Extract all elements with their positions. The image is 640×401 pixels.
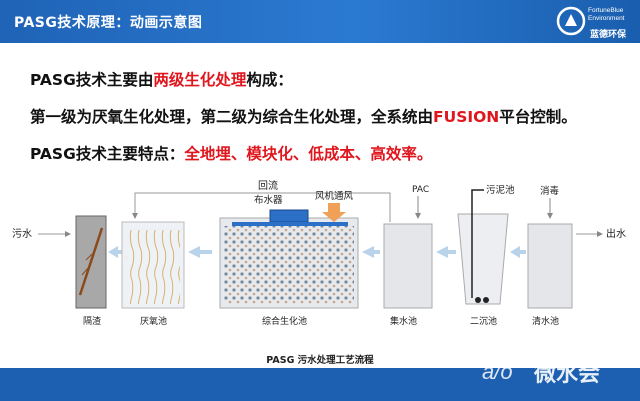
unit-label-collection: 集水池 [390,315,417,327]
pac-label: PAC [412,185,429,195]
header-bar: PASG技术原理：动画示意图 FortuneBlue Environment 蓝… [0,0,640,43]
watermark-logo-icon: a/o 微水会 [482,359,600,387]
logo-text: FortuneBlue Environment [588,7,636,23]
line3-highlight: 全地埋、模块化、低成本、高效率。 [184,145,433,163]
body-line-1: PASG技术主要由两级生化处理构成： [30,68,293,90]
flow-arrow-3 [362,246,380,258]
flow-arrow-2 [188,246,212,258]
body-line-2: 第一级为厌氧生化处理，第二级为综合生化处理，全系统由FUSION平台控制。 [30,105,577,127]
return-label: 回流 [258,179,278,192]
screen-unit [75,215,107,309]
anaerobic-tank [121,221,185,309]
outlet-label: 出水 [606,227,626,240]
logo-cn: 蓝德环保 [590,30,627,40]
line1-pre: PASG技术主要由 [30,71,154,89]
collection-tank [383,223,433,309]
unit-label-clean: 清水池 [532,315,559,327]
clean-water-tank [527,223,573,309]
footer-bar [0,368,640,401]
diagram-caption: PASG 污水处理工艺流程 [266,355,374,366]
blower-label: 风机通风 [315,190,354,202]
return-flow-line [132,192,391,222]
inlet-label: 污水 [12,228,32,240]
page-title: PASG技术原理：动画示意图 [14,15,203,31]
disinfect-label: 消毒 [540,185,560,197]
company-logo-icon [556,6,586,36]
line3-pre: PASG技术主要特点： [30,145,185,163]
watermark-text: 微水会 [533,361,600,387]
process-flow-diagram: 回流 污水 隔渣 厌氧池 布水器 风机通风 综合生化池 集水池 PAC [12,179,626,327]
distributor-label: 布水器 [254,194,283,206]
body-line-3: PASG技术主要特点：全地埋、模块化、低成本、高效率。 [30,142,432,164]
unit-label-anaerobic: 厌氧池 [140,315,167,327]
line2-post: 平台控制。 [499,108,577,126]
unit-label-screen: 隔渣 [83,315,101,327]
flow-arrow-4 [436,246,456,258]
flow-arrow-5 [510,246,526,258]
logo-line1: FortuneBlue [588,7,624,14]
line2-pre: 第一级为厌氧生化处理，第二级为综合生化处理，全系统由 [30,108,434,126]
svg-text:a/o: a/o [482,359,513,384]
line1-post: 构成： [246,71,293,89]
unit-label-clarifier: 二沉池 [470,315,497,327]
logo-line2: Environment [588,15,625,22]
line1-highlight: 两级生化处理 [153,71,247,89]
line2-highlight: FUSION [433,108,500,126]
unit-label-integrated: 综合生化池 [262,315,307,327]
blower-arrow-icon [322,203,346,222]
secondary-clarifier [457,189,509,305]
integrated-bio-tank [219,209,359,309]
flow-arrow-1 [108,246,122,258]
sludge-tank-label: 污泥池 [486,184,515,196]
